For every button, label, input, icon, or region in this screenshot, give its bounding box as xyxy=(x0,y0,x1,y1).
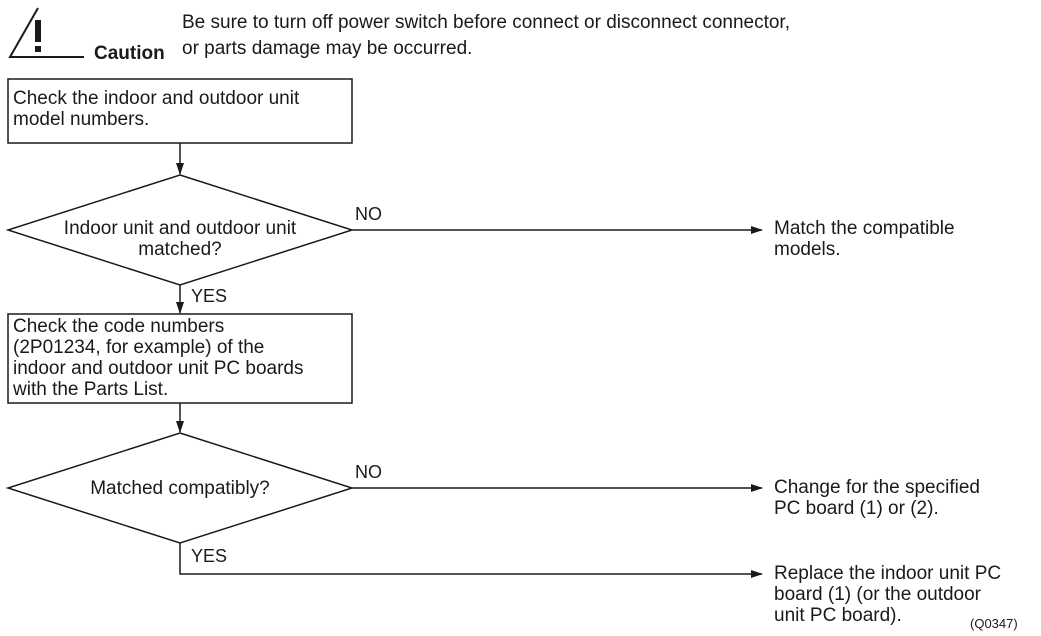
decision1-no-label: NO xyxy=(355,204,382,224)
caution-message-line1: Be sure to turn off power switch before … xyxy=(182,12,790,33)
decision2-yes-label: YES xyxy=(191,546,228,566)
caution-message-line2: or parts damage may be occurred. xyxy=(182,38,473,59)
result2-text: Change for the specified PC board (1) or… xyxy=(774,477,980,519)
connector-decision2-yes xyxy=(179,543,763,578)
figure-code: (Q0347) xyxy=(970,616,1018,631)
step2-text: Check the code numbers (2P01234, for exa… xyxy=(13,316,304,400)
caution-label: Caution xyxy=(94,43,165,64)
decision1-text: Indoor unit and outdoor unit matched? xyxy=(63,218,297,260)
process-box-check-code-numbers xyxy=(7,313,353,404)
step1-text: Check the indoor and outdoor unit model … xyxy=(13,88,300,130)
process-box-check-models xyxy=(7,78,353,144)
decision2-no-label: NO xyxy=(355,462,382,482)
warning-triangle-icon xyxy=(8,7,84,58)
result3-text: Replace the indoor unit PC board (1) (or… xyxy=(774,563,1002,626)
result1-text: Match the compatible models. xyxy=(774,218,955,260)
decision1-yes-label: YES xyxy=(191,286,228,306)
decision2-text: Matched compatibly? xyxy=(90,478,270,499)
